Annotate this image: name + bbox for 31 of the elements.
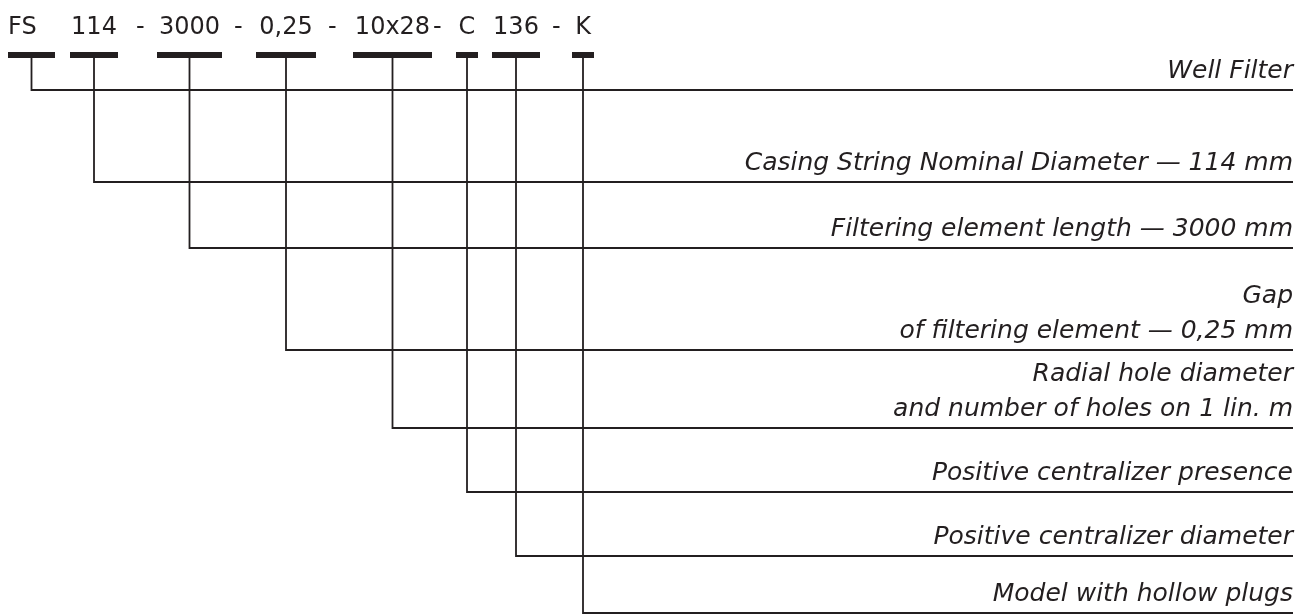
separator-dash: - xyxy=(234,12,243,40)
leader-line xyxy=(285,57,1294,351)
leader-line xyxy=(188,57,1294,249)
code-segment: FS xyxy=(8,12,55,58)
leader-line xyxy=(466,57,1294,493)
leader-line xyxy=(93,57,1294,183)
leader-line xyxy=(391,57,1294,429)
description-text: Casing String Nominal Diameter — 114 mm xyxy=(744,144,1293,182)
description-text: Positive centralizer presence xyxy=(931,454,1293,492)
code-segment: 136 xyxy=(492,12,540,58)
separator-dash: - xyxy=(136,12,145,40)
separator-dash: - xyxy=(433,12,442,40)
code-segment: C xyxy=(456,12,478,58)
code-segment: 10x28 xyxy=(353,12,432,58)
leader-line xyxy=(515,57,1294,557)
description-text: Radial hole diameter xyxy=(1031,357,1293,389)
description-text: of filtering element — 0,25 mm xyxy=(899,314,1293,346)
leader-line xyxy=(582,57,1294,614)
description-text: Filtering element length — 3000 mm xyxy=(830,210,1293,248)
description-text: Well Filter xyxy=(1167,52,1293,90)
separator-dash: - xyxy=(328,12,337,40)
description-text: and number of holes on 1 lin. m xyxy=(893,392,1293,424)
code-segment: K xyxy=(572,12,594,58)
leader-line xyxy=(30,57,1294,91)
description-text: Model with hollow plugs xyxy=(992,575,1293,613)
code-segment: 0,25 xyxy=(256,12,316,58)
description-text: Positive centralizer diameter xyxy=(933,518,1293,556)
code-segment: 114 xyxy=(70,12,118,58)
description-text: Gap xyxy=(1241,279,1293,311)
code-segment: 3000 xyxy=(157,12,222,58)
separator-dash: - xyxy=(552,12,561,40)
